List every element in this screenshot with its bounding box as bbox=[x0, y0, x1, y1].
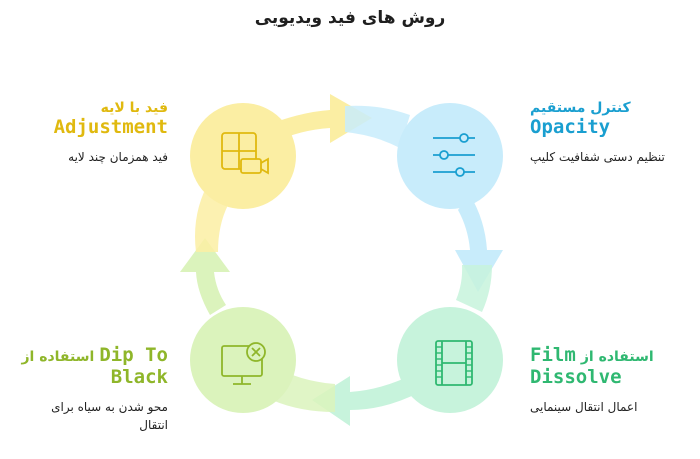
black-en-label: Black bbox=[110, 366, 168, 388]
dip-desc-line1: محو شدن به سیاه برای bbox=[51, 400, 168, 414]
diagram-title: روش های فید ویدیویی bbox=[254, 8, 446, 28]
opacity-desc: تنظیم دستی شفافیت کلیپ bbox=[530, 150, 665, 164]
dissolve-en-label: Dissolve bbox=[530, 366, 622, 388]
circle-dip bbox=[190, 307, 296, 413]
film-fa-label: استفاده از bbox=[580, 349, 654, 365]
film-strip-icon bbox=[435, 340, 473, 386]
block-film-dissolve: Film استفاده از Dissolve اعمال انتقال سی… bbox=[530, 344, 680, 416]
arrow-bottom bbox=[272, 372, 420, 426]
monitor-x-icon bbox=[221, 342, 266, 385]
block-dip-to-black: استفاده از Dip To Black محو شدن به سیاه … bbox=[20, 344, 168, 434]
layers-video-icon bbox=[221, 132, 269, 175]
arrow-left bbox=[180, 192, 230, 315]
circle-film bbox=[397, 307, 503, 413]
dip-desc-line2: انتقال bbox=[139, 418, 168, 432]
block-opacity: کنترل مستقیم Opacity تنظیم دستی شفافیت ک… bbox=[530, 100, 680, 166]
sliders-icon bbox=[433, 133, 475, 177]
opacity-fa-label: کنترل مستقیم bbox=[530, 100, 631, 116]
dip-fa-label: استفاده از bbox=[21, 349, 95, 365]
dip-desc: محو شدن به سیاه برای انتقال bbox=[20, 398, 168, 434]
dip-en-label: Dip To bbox=[99, 344, 168, 366]
film-desc: اعمال انتقال سینمایی bbox=[530, 400, 638, 414]
opacity-en-label: Opacity bbox=[530, 116, 611, 138]
circle-opacity bbox=[397, 103, 503, 209]
adjustment-en-label: Adjustment bbox=[53, 116, 168, 138]
arrow-right bbox=[455, 195, 503, 312]
film-en-label: Film bbox=[530, 344, 576, 366]
block-adjustment: فید با لایه Adjustment فید همزمان چند لا… bbox=[40, 100, 168, 166]
circle-adjustment bbox=[190, 103, 296, 209]
adjustment-desc: فید همزمان چند لایه bbox=[68, 150, 168, 164]
adjustment-fa-label: فید با لایه bbox=[100, 100, 168, 116]
